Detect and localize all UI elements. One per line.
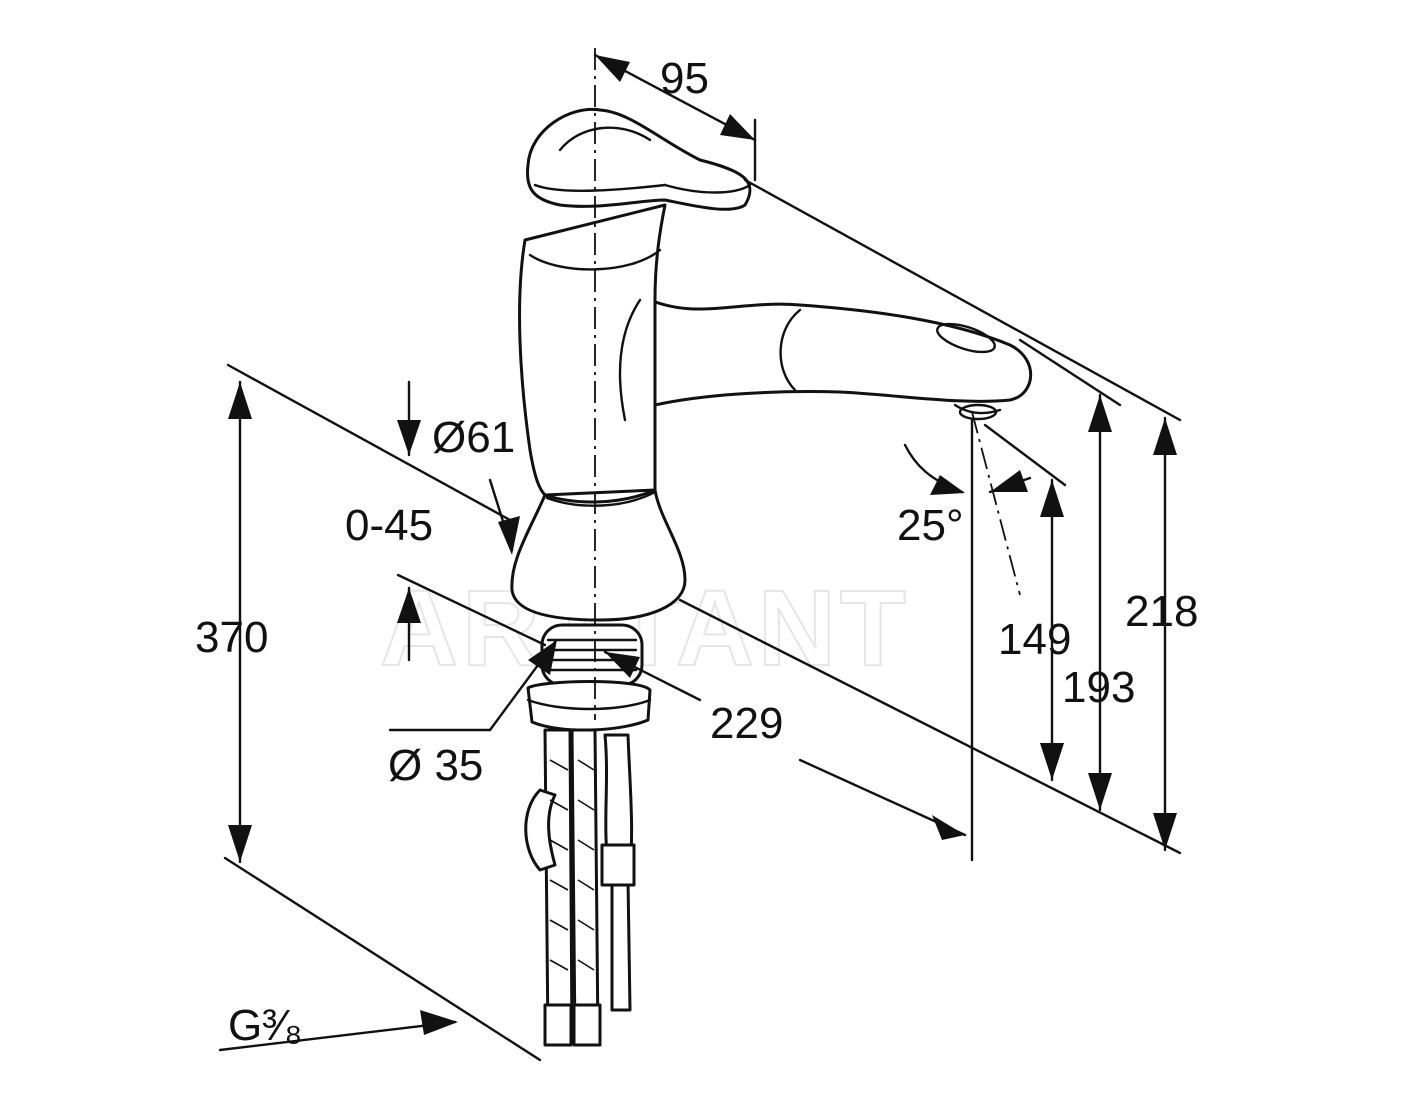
- dim-370-label: 370: [195, 613, 268, 662]
- dimension-labels: 95 Ø61 0-45 370 Ø 35 229 25° 149 193 218…: [195, 54, 1198, 1050]
- dim-diameter-61-label: Ø61: [432, 413, 515, 462]
- faucet-body: [510, 107, 1033, 1047]
- dimension-lines: [218, 53, 1182, 1062]
- dim-25-degree-label: 25°: [897, 501, 964, 550]
- dim-diameter-35-label: Ø 35: [388, 741, 483, 790]
- dim-229-label: 229: [710, 699, 783, 748]
- dim-193-label: 193: [1062, 663, 1135, 712]
- dim-95-label: 95: [660, 54, 709, 103]
- dim-149-label: 149: [998, 615, 1071, 664]
- dim-0-45-label: 0-45: [345, 501, 433, 550]
- center-lines: [594, 48, 1021, 720]
- thread-g38-label: G³⁄₈: [228, 1001, 302, 1050]
- dim-218-label: 218: [1125, 587, 1198, 636]
